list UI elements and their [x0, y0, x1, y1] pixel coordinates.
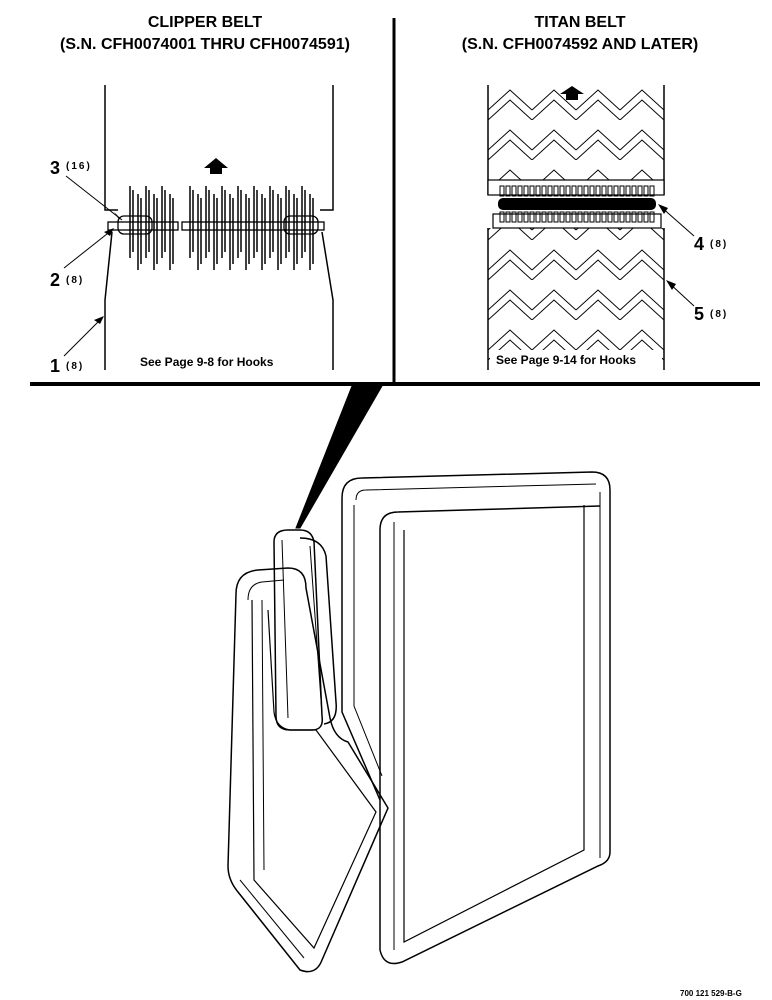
titan-lacing-tooth: [613, 211, 619, 223]
belt-assembly-illustration: [227, 385, 611, 973]
titan-lacing-tooth: [559, 211, 565, 223]
titan-lacing-tooth: [577, 185, 583, 197]
clipper-belt-title-line1: CLIPPER BELT: [147, 14, 263, 31]
titan-lacing-tooth: [571, 185, 577, 197]
titan-lacing-tooth: [547, 185, 553, 197]
titan-lacing-tooth: [523, 211, 529, 223]
titan-lacing-tooth: [511, 211, 517, 223]
titan-lacing-tooth: [553, 211, 559, 223]
titan-lacing-tooth: [505, 211, 511, 223]
callout-4-quantity: (8): [710, 239, 728, 250]
titan-lacing-tooth: [559, 185, 565, 197]
titan-lacing-tooth: [565, 185, 571, 197]
titan-lacing-tooth: [589, 185, 595, 197]
titan-lacing-tooth: [583, 185, 589, 197]
titan-lacing-tooth: [595, 211, 601, 223]
titan-lacing-tooth: [541, 185, 547, 197]
callout-1-number: 1: [50, 356, 60, 376]
clipper-belt-serial-range: (S.N. CFH0074001 THRU CFH0074591): [60, 36, 350, 53]
figure-reference: 700 121 529-B-G: [680, 989, 742, 998]
titan-lacing-tooth: [631, 185, 637, 197]
titan-lacing-tooth: [649, 185, 655, 197]
titan-lacing-tooth: [643, 185, 649, 197]
clipper-hooks-note: See Page 9-8 for Hooks: [140, 355, 274, 369]
callout-5-number: 5: [694, 304, 704, 324]
titan-lacing-tooth: [637, 185, 643, 197]
titan-lacing-tooth: [529, 185, 535, 197]
titan-hooks-note: See Page 9-14 for Hooks: [496, 353, 636, 367]
titan-lacing-tooth: [511, 185, 517, 197]
titan-lacing-tooth: [649, 211, 655, 223]
callout-4-number: 4: [694, 234, 704, 254]
callout-3-number: 3: [50, 158, 60, 178]
titan-lacing-tooth: [631, 211, 637, 223]
titan-lacing-tooth: [517, 211, 523, 223]
titan-belt-title: TITAN BELT (S.N. CFH0074592 AND LATER): [400, 12, 760, 56]
callout-5-quantity: (8): [710, 309, 728, 320]
titan-lacing-tooth: [625, 211, 631, 223]
clipper-belt-title: CLIPPER BELT (S.N. CFH0074001 THRU CFH00…: [20, 12, 390, 56]
titan-lacing-tooth: [589, 211, 595, 223]
callout-2-quantity: (8): [66, 275, 84, 286]
titan-callouts: 4 (8) 5 (8) See Page 9-14 for Hooks: [496, 204, 728, 367]
titan-lacing-tooth: [607, 211, 613, 223]
titan-lacing-tooth: [499, 211, 505, 223]
clipper-callouts: 3 (16) 2 (8) 1 (8) See Page 9-8 for Hook…: [50, 158, 274, 376]
titan-lacing-tooth: [607, 185, 613, 197]
titan-lacing-tooth: [499, 185, 505, 197]
callout-2-number: 2: [50, 270, 60, 290]
titan-lacing-tooth: [583, 211, 589, 223]
titan-lacing-tooth: [505, 185, 511, 197]
titan-lacing-tooth: [595, 185, 601, 197]
titan-lacing-tooth: [601, 185, 607, 197]
titan-lacing-tooth: [619, 185, 625, 197]
callout-3-quantity: (16): [66, 161, 92, 172]
callout-1-quantity: (8): [66, 361, 84, 372]
titan-lacing-tooth: [637, 211, 643, 223]
titan-lacing-tooth: [535, 211, 541, 223]
titan-lacing-tooth: [547, 211, 553, 223]
titan-lacing-tooth: [517, 185, 523, 197]
titan-lacing-tooth: [553, 185, 559, 197]
titan-lacing-tooth: [643, 211, 649, 223]
titan-lacing-tooth: [523, 185, 529, 197]
titan-belt-detail: [487, 85, 665, 370]
titan-lacing-tooth: [541, 211, 547, 223]
titan-lacing-tooth: [571, 211, 577, 223]
titan-lacing-tooth: [565, 211, 571, 223]
titan-lacing-tooth: [529, 211, 535, 223]
titan-lacing-tooth: [619, 211, 625, 223]
titan-lacing-tooth: [613, 185, 619, 197]
titan-belt-title-line1: TITAN BELT: [534, 14, 626, 31]
titan-lacing-tooth: [577, 211, 583, 223]
titan-lacing-tooth: [601, 211, 607, 223]
titan-belt-serial-range: (S.N. CFH0074592 AND LATER): [461, 36, 699, 53]
titan-lacing-tooth: [625, 185, 631, 197]
titan-lacing-tooth: [535, 185, 541, 197]
clipper-belt-detail: [104, 85, 334, 370]
